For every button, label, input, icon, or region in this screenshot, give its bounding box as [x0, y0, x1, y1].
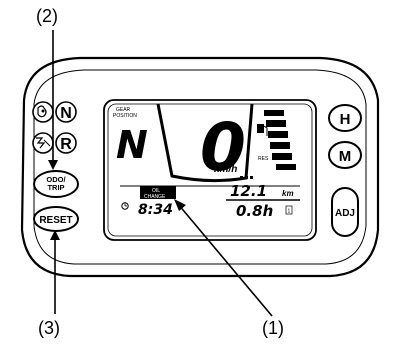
callout-1-arrowhead [174, 199, 186, 211]
hour-label: H [340, 111, 351, 128]
odometer-unit: km [282, 189, 294, 198]
callout-1-leader [177, 203, 273, 317]
adjust-button[interactable]: ADJ [331, 187, 359, 237]
odo-trip-button[interactable]: ODO/ TRIP [33, 170, 79, 198]
minute-label: M [339, 148, 352, 165]
status-segments [240, 176, 253, 179]
odo-trip-label-2: TRIP [47, 183, 64, 192]
oil-change-indicator [140, 186, 176, 199]
speed-unit: km/h [214, 164, 237, 175]
trip-hours-suffix: 1 [288, 209, 291, 215]
minute-button[interactable]: M [328, 141, 362, 169]
reverse-indicator: R [55, 132, 77, 154]
reset-label: RESET [39, 215, 72, 226]
fan-icon [36, 137, 51, 149]
callout-2-label: (2) [36, 6, 58, 26]
callout-2-arrowhead [48, 160, 58, 170]
callout-1-label: (1) [262, 318, 284, 338]
lcd-screen [103, 99, 317, 241]
gear-position-label-1: GEAR [116, 107, 131, 113]
fuel-pump-icon [257, 124, 268, 136]
speed-frame [156, 103, 254, 183]
trip-hours-value: 0.8h [236, 202, 273, 220]
lcd-screen-inner [107, 103, 313, 237]
gear-value: N [116, 123, 148, 167]
neutral-indicator: N [55, 101, 77, 123]
panel-housing-inner [33, 69, 367, 265]
fuel-reserve-label: RES [258, 156, 269, 162]
reset-button[interactable]: RESET [33, 206, 79, 232]
oil-change-label-2: CHANGE [144, 194, 166, 200]
callout-3-arrowhead [50, 230, 60, 240]
clock-value: 8:34 [138, 202, 173, 218]
odometer-value: 12.1 [230, 182, 267, 200]
odo-trip-label-1: ODO/ [46, 175, 66, 184]
speed-value: 0 [200, 109, 246, 186]
oil-pressure-indicator [32, 101, 54, 123]
neutral-indicator-label: N [60, 105, 72, 122]
hour-button[interactable]: H [328, 104, 362, 132]
trip-selector-box [285, 205, 293, 215]
oil-pressure-icon [37, 105, 47, 118]
reverse-indicator-label: R [60, 136, 72, 153]
clock-icon [121, 202, 129, 210]
oil-change-label-1: OIL [152, 188, 160, 194]
adjust-label: ADJ [335, 208, 355, 219]
fuel-gauge [264, 110, 296, 170]
fan-indicator [32, 132, 54, 154]
callout-3-label: (3) [38, 318, 60, 338]
gear-position-label-2: POSITION [113, 113, 137, 119]
